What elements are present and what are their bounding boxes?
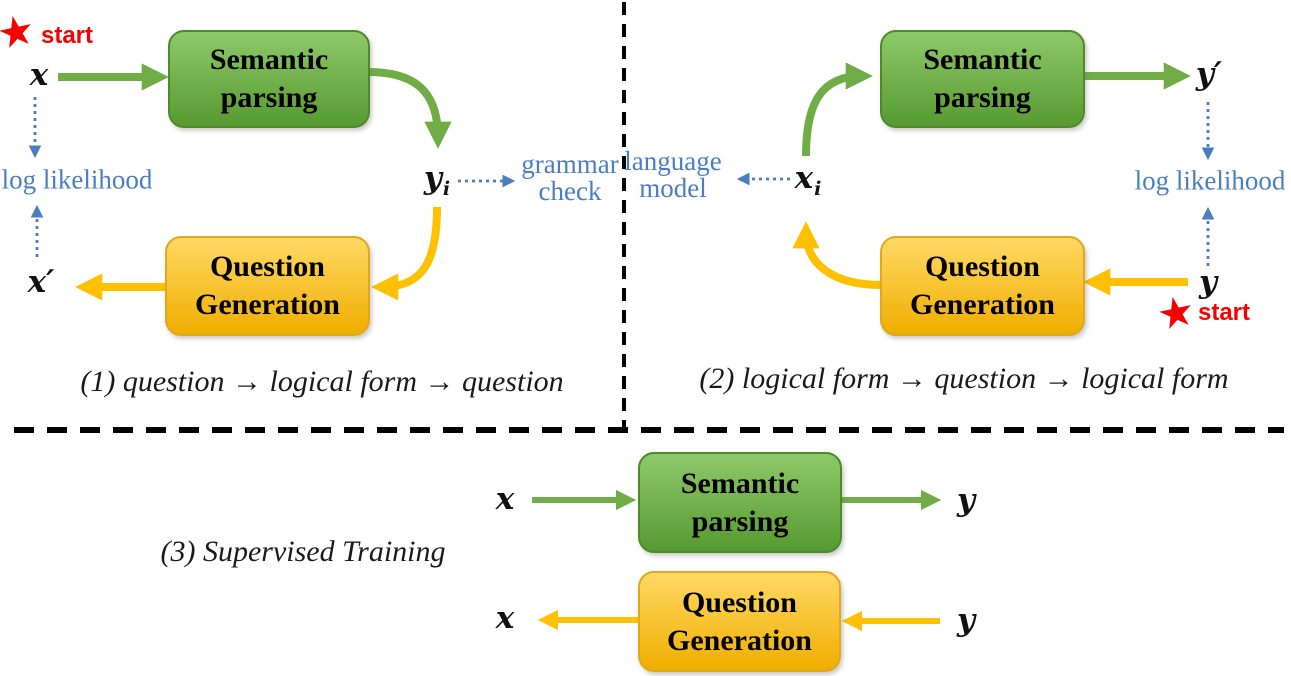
node-y-prime: y′: [1195, 56, 1223, 92]
semantic-parsing-box: Semantic parsing: [638, 452, 842, 553]
semantic-parsing-box: Semantic parsing: [168, 30, 370, 128]
start-label: start: [40, 22, 94, 49]
node-yi-base: y: [423, 160, 442, 196]
panel3-caption: (3) Supervised Training: [160, 535, 446, 568]
semantic-parsing-box: Semantic parsing: [880, 30, 1085, 128]
node-yi: yi: [424, 160, 450, 200]
arrow-semantic-parsing-to-yi: [367, 68, 452, 149]
panel2-caption: (2) logical form → question → logical fo…: [699, 362, 1229, 395]
log-likelihood-annotation: log likelihood: [1134, 165, 1286, 196]
grammar-check-annotation: grammar check: [521, 149, 619, 206]
node-x: x: [29, 57, 49, 93]
question-generation-box: Question Generation: [638, 571, 841, 672]
arrow-question-generation-to-xi: [792, 221, 882, 289]
node-xi-subscript: i: [814, 178, 822, 200]
node-y-supervised-in: y: [956, 602, 976, 638]
node-x-supervised-in: x: [495, 481, 515, 517]
node-xi-base: x: [794, 160, 814, 196]
language-model-annotation: language model: [624, 146, 722, 203]
arrow-xi-to-semantic-parsing: [802, 62, 873, 157]
arrow-yi-to-question-generation: [371, 206, 441, 301]
node-x-supervised-out: x: [495, 600, 515, 636]
question-generation-box: Question Generation: [165, 236, 370, 336]
start-label: start: [1197, 299, 1251, 326]
log-likelihood-annotation: log likelihood: [1, 164, 153, 195]
node-yi-subscript: i: [442, 178, 451, 200]
node-y: y: [1198, 264, 1218, 300]
node-x-prime: x′: [27, 264, 55, 300]
node-xi: xi: [795, 160, 822, 200]
question-generation-box: Question Generation: [880, 236, 1085, 336]
panel1-caption: (1) question → logical form → question: [80, 365, 564, 398]
node-y-supervised-out: y: [956, 482, 976, 518]
